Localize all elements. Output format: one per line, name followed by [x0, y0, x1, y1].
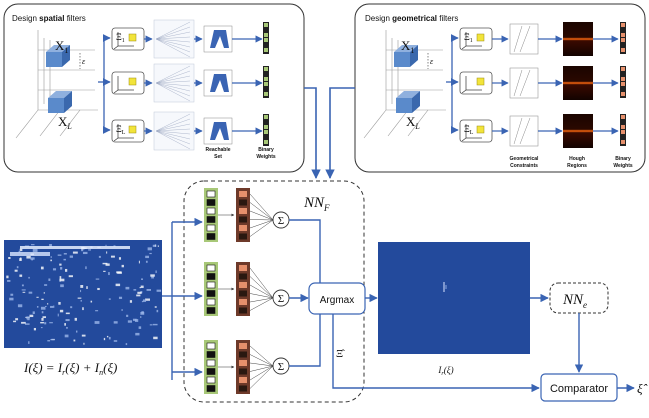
argmax-to-comparator-arrow: [332, 314, 540, 393]
label-x1: X1: [55, 38, 68, 55]
argmax-box: Argmax: [308, 282, 366, 315]
cube-x1-right: [394, 45, 418, 67]
filter-cube: [476, 77, 485, 86]
spatial-network-tree: [153, 19, 195, 59]
reachable-set-shape: [210, 30, 229, 48]
sum-to-argmax-connectors: [289, 219, 321, 367]
label-epsilon: ε: [82, 57, 86, 66]
network-nnf: NNF Σ Σ Σ: [183, 180, 365, 403]
nnf-label: NNF: [303, 195, 330, 213]
caption-geometrical-2: Constraints: [510, 163, 538, 169]
filter-label: Ξ1: [116, 32, 125, 44]
spatial-axes: [15, 30, 98, 139]
filter-label: ΞL: [464, 124, 474, 136]
panel-to-network-connectors: [304, 87, 355, 179]
input-noise-pixels: [6, 244, 162, 346]
spatial-bracket: [98, 34, 111, 134]
reachable-set-shape: [210, 74, 229, 92]
caption-geometrical-1: Geometrical: [510, 156, 540, 162]
filter-cube: [128, 125, 137, 134]
filter-cube: [128, 33, 137, 42]
noise-stripe: [20, 246, 130, 249]
caption-reachable-2: Set: [214, 154, 222, 160]
geometrical-bracket: [446, 34, 459, 134]
cube-xl: [48, 91, 72, 113]
label-xl-right: XL: [406, 114, 420, 131]
hough-region: [563, 66, 593, 100]
input-image: I(ξ) = Ir(ξ) + In(ξ): [4, 240, 162, 377]
input-to-columns-connectors: [162, 217, 203, 380]
label-epsilon-right: ε: [430, 57, 434, 66]
label-x1-right: X1: [401, 38, 414, 55]
caption-binary-1: Binary: [258, 147, 274, 153]
comparator-box: Comparator: [540, 373, 618, 402]
geometrical-panel-title: Design geometrical filters: [365, 14, 458, 23]
caption-binary-right-1: Binary: [615, 156, 631, 162]
caption-binary-2: Weights: [256, 154, 276, 160]
output-caption: Ir(ξ): [437, 365, 453, 377]
output-image: Ir(ξ): [378, 242, 530, 377]
input-caption: I(ξ) = Ir(ξ) + In(ξ): [23, 360, 117, 377]
sum-symbol: Σ: [278, 293, 284, 305]
label-xl: XL: [58, 114, 72, 131]
geometrical-constraint-box: [509, 23, 539, 55]
caption-reachable-1: Reachable: [205, 147, 230, 153]
caption-hough-1: Hough: [569, 156, 585, 162]
cube-xl-right: [396, 91, 420, 113]
comparator-label: Comparator: [550, 383, 608, 395]
xi-hat-label: Ξ̂: [336, 348, 345, 360]
spatial-network-tree: [153, 111, 195, 151]
cube-x1: [46, 45, 70, 67]
nne-box: NNe: [549, 282, 609, 314]
geometrical-constraint-box: [509, 67, 539, 99]
nne-label: NNe: [562, 292, 587, 310]
reachable-set-shape: [210, 122, 229, 140]
caption-binary-right-2: Weights: [613, 163, 633, 169]
sum-symbol: Σ: [278, 361, 284, 373]
spatial-network-tree: [153, 63, 195, 103]
caption-hough-2: Regions: [567, 163, 587, 169]
spatial-filters-panel: Design spatial filters X1 XL ε: [3, 3, 305, 173]
xi-hat-output: ξ̂: [637, 381, 648, 396]
hough-region: [563, 22, 593, 56]
noise-stripe: [10, 252, 50, 256]
geometrical-constraint-box: [509, 115, 539, 147]
filter-cube: [128, 77, 137, 86]
filter-cube: [476, 125, 485, 134]
weight-columns: Σ Σ Σ: [204, 188, 290, 394]
filter-cube: [476, 33, 485, 42]
sum-symbol: Σ: [278, 215, 284, 227]
filter-label: ΞL: [116, 124, 126, 136]
spatial-panel-title: Design spatial filters: [12, 14, 86, 23]
geometrical-filters-panel: Design geometrical filters X1 XL ε: [354, 3, 646, 173]
argmax-label: Argmax: [320, 295, 354, 306]
filter-label: Ξ1: [464, 32, 473, 44]
hough-region: [563, 114, 593, 148]
